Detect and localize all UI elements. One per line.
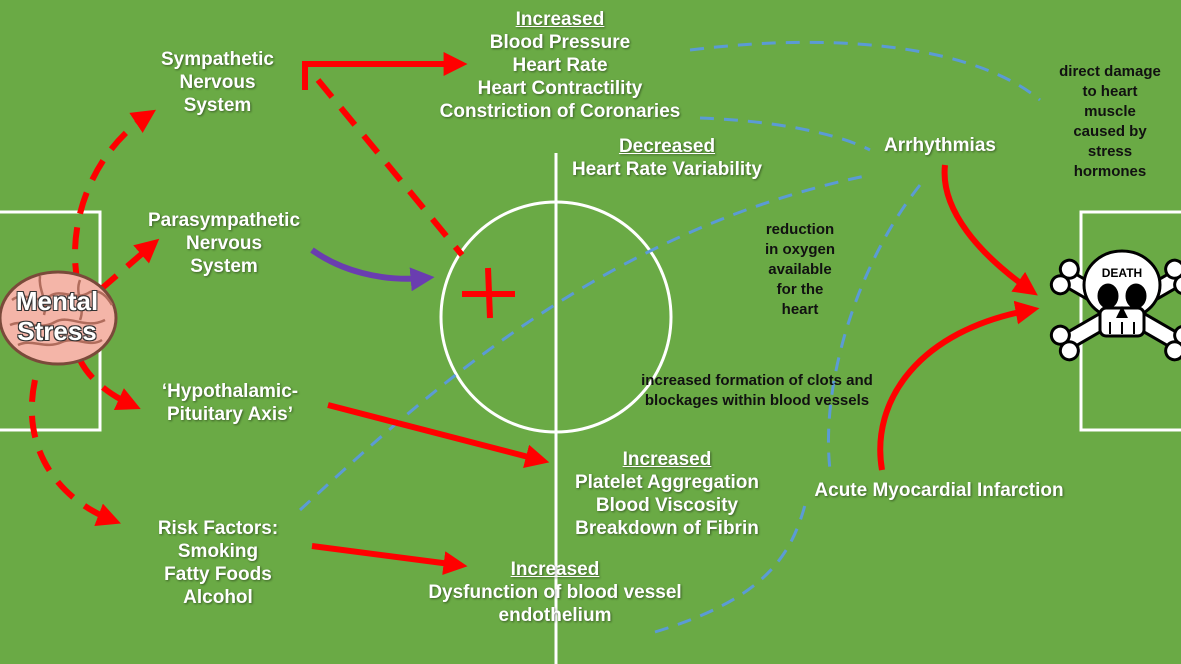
effect-item: Platelet Aggregation [574,472,760,493]
note-line: available [768,261,832,278]
death-label: DEATH [1092,266,1152,280]
mental-stress-label: Mental Stress [2,286,112,346]
risk-line: Risk Factors: [157,518,279,539]
risk-line: Smoking [177,541,259,562]
parasympathetic-line: Nervous [185,233,263,254]
decreased-heading: Decreased [618,136,716,157]
link-increased-to-arrhythmias [699,116,871,152]
link-increased-to-direct-damage [689,40,1041,102]
note-line: increased formation of clots and [641,372,873,389]
arrhythmias-text: Arrhythmias [884,135,996,156]
link-risk-to-arrhythmias [298,173,871,512]
mental-stress-line: Stress [17,316,97,346]
dashed-links [298,40,1041,634]
link-dysfunction-to-ami [654,504,807,634]
hpa-axis-label: ‘Hypothalamic- Pituitary Axis’ [135,380,325,426]
death-text: DEATH [1101,266,1143,280]
arrow-ami-to-death [877,300,1040,471]
note-line: reduction [765,221,835,238]
note-line: direct damage [1059,63,1161,80]
note-line: for the [776,281,824,298]
mental-stress-line: Mental [15,286,99,316]
increased-heading: Increased [622,449,712,470]
effect-item: Breakdown of Fibrin [575,518,759,539]
direct-damage-note: direct damage to heart muscle caused by … [1040,62,1180,182]
effect-item: Dysfunction of blood vessel [428,582,682,603]
dashed-red-arrows [28,78,465,527]
risk-line: Fatty Foods [164,564,272,585]
sympathetic-line: Sympathetic [161,49,274,70]
effect-item: Constriction of Coronaries [439,101,681,122]
centre-circle [439,200,673,434]
arrow-risk-to-increased [311,543,468,576]
sympathetic-line: Nervous [179,72,256,93]
effect-item: Heart Contractility [477,78,643,99]
clots-note: increased formation of clots and blockag… [612,371,902,411]
note-line: muscle [1084,103,1136,120]
brain-icon [0,270,118,366]
risk-line: Alcohol [183,587,253,608]
solid-red-arrows [302,52,1040,576]
pitch-markings [0,153,1181,664]
increased-cardiac-effects: Increased Blood Pressure Heart Rate Hear… [420,8,700,123]
effect-item: Heart Rate Variability [571,159,763,180]
link-oxygen-to-ami [826,184,922,471]
increased-endothelium-effects: Increased Dysfunction of blood vessel en… [410,558,700,627]
hpa-line: Pituitary Axis’ [166,404,293,425]
parasympathetic-nervous-system-label: Parasympathetic Nervous System [124,209,324,278]
sympathetic-nervous-system-label: Sympathetic Nervous System [130,48,305,117]
note-line: caused by [1073,123,1147,140]
arrow-sympathetic-to-hrv [315,78,465,257]
acute-myocardial-infarction-label: Acute Myocardial Infarction [784,479,1094,502]
arrow-arrhythmias-to-death [941,164,1038,296]
decreased-hrv: Decreased Heart Rate Variability [562,135,772,181]
note-line: heart [781,301,819,318]
note-line: hormones [1073,163,1147,180]
right-penalty-box [1079,210,1181,432]
effect-item: endothelium [498,605,612,626]
ami-text: Acute Myocardial Infarction [814,480,1064,501]
arrow-stress-to-parasympathetic [98,238,160,293]
cross-mark [462,267,515,319]
arrow-parasympathetic-to-hrv [310,247,435,292]
arrow-stress-to-risk [28,379,121,527]
parasympathetic-line: System [190,256,258,277]
risk-factors-label: Risk Factors: Smoking Fatty Foods Alcoho… [133,517,303,609]
skull-crossbones-icon [1049,249,1181,362]
hpa-line: ‘Hypothalamic- [161,381,299,402]
sympathetic-line: System [183,95,252,116]
reduction-oxygen-note: reduction in oxygen available for the he… [745,220,855,320]
effect-item: Heart Rate [512,55,608,76]
increased-heading: Increased [510,559,600,580]
arrow-hpa-to-increased [327,402,550,468]
arrow-stress-to-hpa [77,358,141,410]
note-line: to heart [1082,83,1138,100]
arrhythmias-label: Arrhythmias [860,134,1020,157]
arrow-sympathetic-to-increased [302,52,468,90]
effect-item: Blood Pressure [489,32,631,53]
parasympathetic-line: Parasympathetic [147,210,301,231]
note-line: in oxygen [764,241,835,258]
increased-blood-effects: Increased Platelet Aggregation Blood Vis… [562,448,772,540]
note-line: blockages within blood vessels [644,392,870,409]
effect-item: Blood Viscosity [595,495,739,516]
increased-heading: Increased [515,9,605,30]
note-line: stress [1087,143,1133,160]
